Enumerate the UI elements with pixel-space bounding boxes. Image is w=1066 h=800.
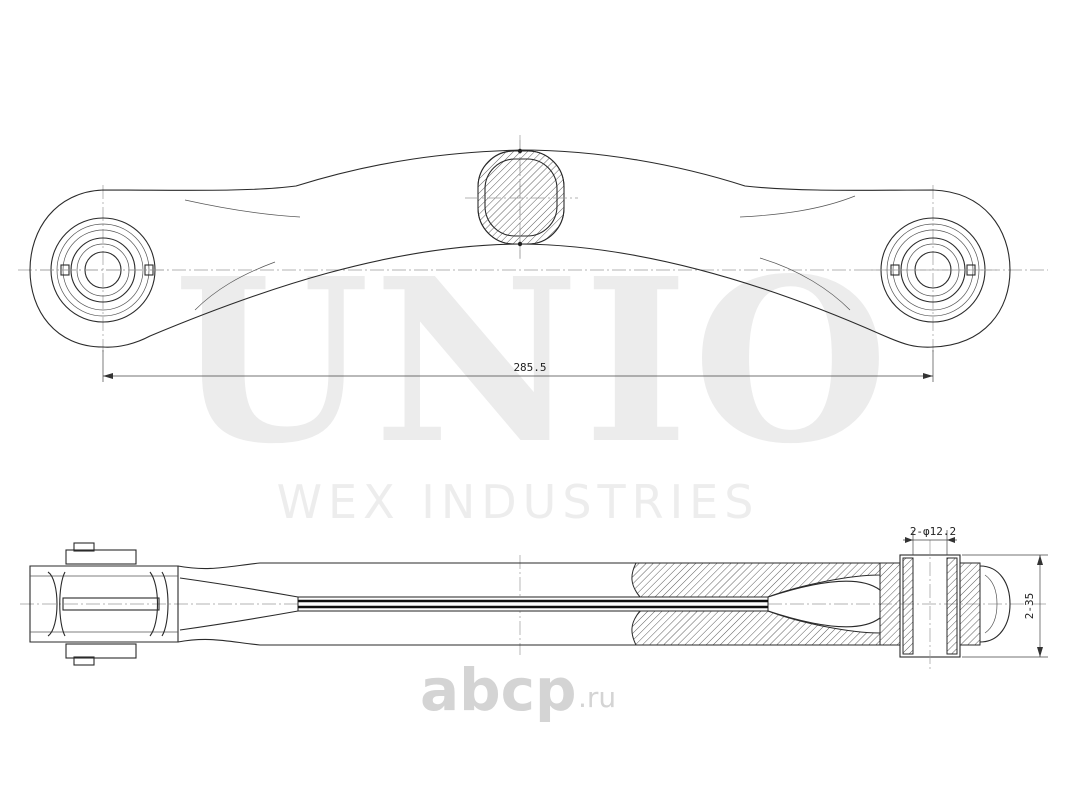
left-bolt-cap-bottom <box>73 656 95 666</box>
section-inner <box>484 158 558 237</box>
center-section <box>465 140 578 258</box>
width-arrow-bottom <box>1037 647 1043 657</box>
left-bolt-cap-top <box>73 542 95 552</box>
left-bushing <box>40 217 168 323</box>
arm-side-body <box>177 562 881 646</box>
right-end-cap <box>979 565 1011 643</box>
abcp-logo-domain: .ru <box>578 681 616 714</box>
right-sleeve-wall-right <box>946 557 958 655</box>
arm-upper-inner <box>179 577 299 598</box>
side-view: 2-φ12.2 2-35 <box>20 525 1048 670</box>
bolt-arrow-right <box>947 537 955 543</box>
watermark: UNIO WEX INDUSTRIES abcp .ru <box>173 230 892 724</box>
arm-web <box>297 596 769 612</box>
right-end <box>879 540 1011 670</box>
right-lower-curve <box>759 257 851 311</box>
left-curve-4 <box>161 571 169 637</box>
bushing-width-dimension: 2-35 <box>962 554 1048 658</box>
right-end-cap-inner <box>984 574 998 634</box>
length-dimension: 285.5 <box>102 350 934 382</box>
bushing-width-label: 2-35 <box>1023 593 1036 620</box>
left-curve-1 <box>47 571 58 637</box>
left-lower-curve <box>194 261 276 311</box>
section-weld-top <box>517 148 523 154</box>
left-bolt-shaft <box>62 597 160 611</box>
left-flange-curve <box>184 199 301 218</box>
arm-top-edge <box>177 562 880 570</box>
arm-outline <box>29 149 1011 348</box>
length-arrow-left <box>103 373 113 379</box>
bolt-hole-label: 2-φ12.2 <box>910 525 956 538</box>
cutaway-inner-top <box>767 580 881 598</box>
right-sleeve-wall-left <box>902 557 914 655</box>
right-bushing <box>868 217 998 323</box>
watermark-company: WEX INDUSTRIES <box>277 475 760 529</box>
section-weld-bottom <box>517 241 523 247</box>
left-curve-3 <box>149 571 158 637</box>
left-bolt-head-top <box>65 549 137 565</box>
top-view: 285.5 <box>18 135 1048 382</box>
arm-lower-inner <box>179 610 299 631</box>
cutaway-inner-bottom <box>767 610 881 628</box>
abcp-logo: abcp .ru <box>420 656 616 724</box>
watermark-brand: UNIO <box>173 230 892 494</box>
length-arrow-right <box>923 373 933 379</box>
right-flange-right <box>959 562 981 646</box>
right-flange-left <box>879 562 901 646</box>
left-curve-2 <box>59 571 66 637</box>
cutaway-bottom <box>631 610 881 646</box>
arm-bottom-edge <box>177 638 880 646</box>
abcp-logo-text: abcp <box>420 656 577 724</box>
left-end <box>29 542 179 666</box>
bolt-arrow-left <box>905 537 913 543</box>
left-bolt-head-bottom <box>65 643 137 659</box>
section-hatch <box>477 150 565 245</box>
cutaway-top <box>631 562 881 598</box>
bolt-hole-dimension: 2-φ12.2 <box>903 525 957 555</box>
right-flange-curve <box>739 195 856 218</box>
width-arrow-top <box>1037 555 1043 565</box>
length-dimension-label: 285.5 <box>513 361 546 374</box>
